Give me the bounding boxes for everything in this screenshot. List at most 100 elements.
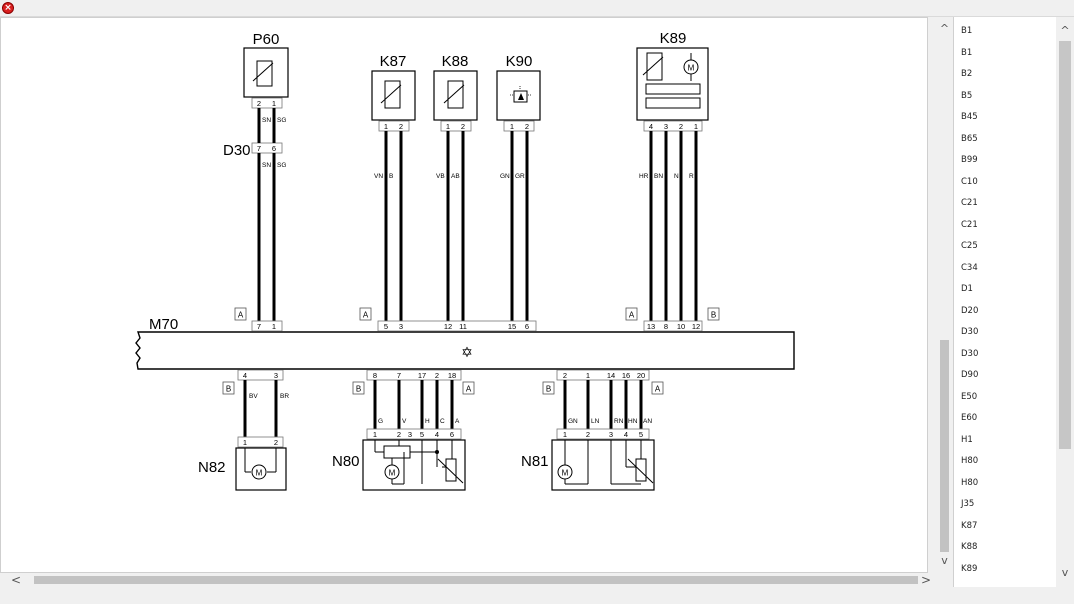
m70-pin: 14 [607,371,615,380]
scroll-down-icon[interactable]: v [1061,566,1069,579]
component-list-item[interactable]: B45 [961,112,978,122]
close-button[interactable]: × [2,2,14,14]
scroll-up-icon[interactable]: ^ [1060,24,1070,37]
n81-pin: 2 [586,430,590,439]
n80-pin: 1 [373,430,377,439]
component-list-item[interactable]: E50 [961,391,978,402]
p60-resistor-icon [256,60,273,87]
k89-label: K89 [660,30,687,47]
k87-label: K87 [380,53,407,70]
p60-variable-arrow-icon [252,62,274,82]
k89-pin: 1 [694,122,698,131]
n81-pin: 5 [639,430,643,439]
scroll-up-icon[interactable]: ^ [939,22,950,35]
k89-pin: 4 [649,122,653,131]
m70-module-box [135,331,795,370]
canvas-horizontal-scrollbar[interactable]: < > [0,573,936,587]
m70-pin: 3 [274,371,278,380]
k87-pin: 2 [399,122,403,131]
component-list-item[interactable]: B99 [961,155,978,165]
component-list-item[interactable]: K87 [961,520,978,531]
component-list-item[interactable]: B5 [961,90,973,101]
component-list-item[interactable]: K89 [961,563,978,574]
component-list-item[interactable]: B1 [961,26,973,36]
m70-pin: 11 [459,322,467,331]
component-list-item[interactable]: D1 [961,284,973,294]
component-list-item[interactable]: C21 [961,198,978,208]
wire-code: RN [614,418,624,425]
component-list-item[interactable]: B1 [961,47,973,58]
motor-symbol: M [389,469,396,478]
component-list-item[interactable]: H80 [961,477,979,488]
n81-variable-resistor-icon [635,458,647,482]
connector-tag-label: A [629,311,635,320]
m70-pin: 2 [435,371,439,380]
component-list-item[interactable]: C21 [961,219,978,230]
list-vertical-scrollbar[interactable]: ^ v [1056,17,1074,587]
scroll-right-icon[interactable]: > [920,573,932,587]
m70-pin: 10 [677,322,685,331]
connector-tag-label: B [356,385,361,394]
wire-code: B [389,173,393,180]
wire-code: GN [568,418,578,425]
wire-code: SG [277,117,286,124]
m70-pin: 13 [647,322,655,331]
wire-code: HN [628,418,638,425]
motor-symbol: M [562,469,569,478]
component-list-item[interactable]: B65 [961,133,978,144]
n81-pin: 3 [609,430,613,439]
vertical-scroll-thumb[interactable] [940,340,949,552]
list-scroll-thumb[interactable] [1059,41,1071,449]
p60-pin-block [251,97,283,109]
k90-pin: 2 [525,122,529,131]
wire-code: SG [277,162,286,169]
wire-code: BV [249,393,258,400]
component-list-item[interactable]: J35 [961,499,975,509]
k87-resistor-icon [384,80,401,109]
connector-tag-label: B [711,311,716,320]
m70-pin: 2 [563,371,567,380]
k88-pin-block [440,120,472,132]
connector-tag-label: B [546,385,551,394]
component-list-item[interactable]: C25 [961,241,978,251]
component-list-item[interactable]: C10 [961,176,978,187]
n80-variable-resistor-icon [445,458,457,482]
component-list-item[interactable]: C34 [961,262,978,273]
n81-label: N81 [521,453,549,470]
k89-bar [645,83,701,95]
motor-symbol: M [688,64,695,73]
component-list-item[interactable]: H80 [961,456,979,466]
connector-tag-label: A [466,385,472,394]
n80-variable-arrow-icon [437,458,464,484]
n80-label: N80 [332,453,360,470]
m70-pin: 12 [444,322,452,331]
n82-pin: 2 [274,438,278,447]
p60-label: P60 [253,31,280,48]
component-list-item[interactable]: D30 [961,327,979,337]
component-list-item[interactable]: D90 [961,370,979,380]
k89-pin: 3 [664,122,668,131]
k89-motor-icon [683,59,699,75]
component-list: B1 B1 B2 B5 B45 B65 B99 C10 C21 C21 C25 … [961,21,978,580]
n80-pin: 6 [450,430,454,439]
scroll-down-icon[interactable]: v [941,554,948,567]
m70-pin: 7 [397,371,401,380]
component-list-item[interactable]: H1 [961,434,973,445]
wire-code: VN [374,173,383,180]
component-list-item[interactable]: K88 [961,542,978,552]
component-list-item[interactable]: E60 [961,413,978,423]
m70-pin: 18 [448,371,456,380]
n80-pin: 5 [420,430,424,439]
n82-pin-block [237,436,284,448]
wire-code: C [440,418,445,425]
component-list-item[interactable]: D20 [961,305,979,316]
k88-pin: 1 [446,122,450,131]
diagram-canvas[interactable]: P60 2 1 D30 7 6 SN SG SN SG K87 1 2 VN B… [0,17,928,573]
horizontal-scroll-thumb[interactable] [34,576,918,584]
component-list-item[interactable]: D30 [961,348,979,359]
canvas-vertical-scrollbar[interactable]: ^ v [936,17,953,573]
m70-pin-block [556,369,650,381]
component-list-item[interactable]: B2 [961,69,973,79]
m70-pin: 3 [399,322,403,331]
scroll-left-icon[interactable]: < [10,573,22,587]
